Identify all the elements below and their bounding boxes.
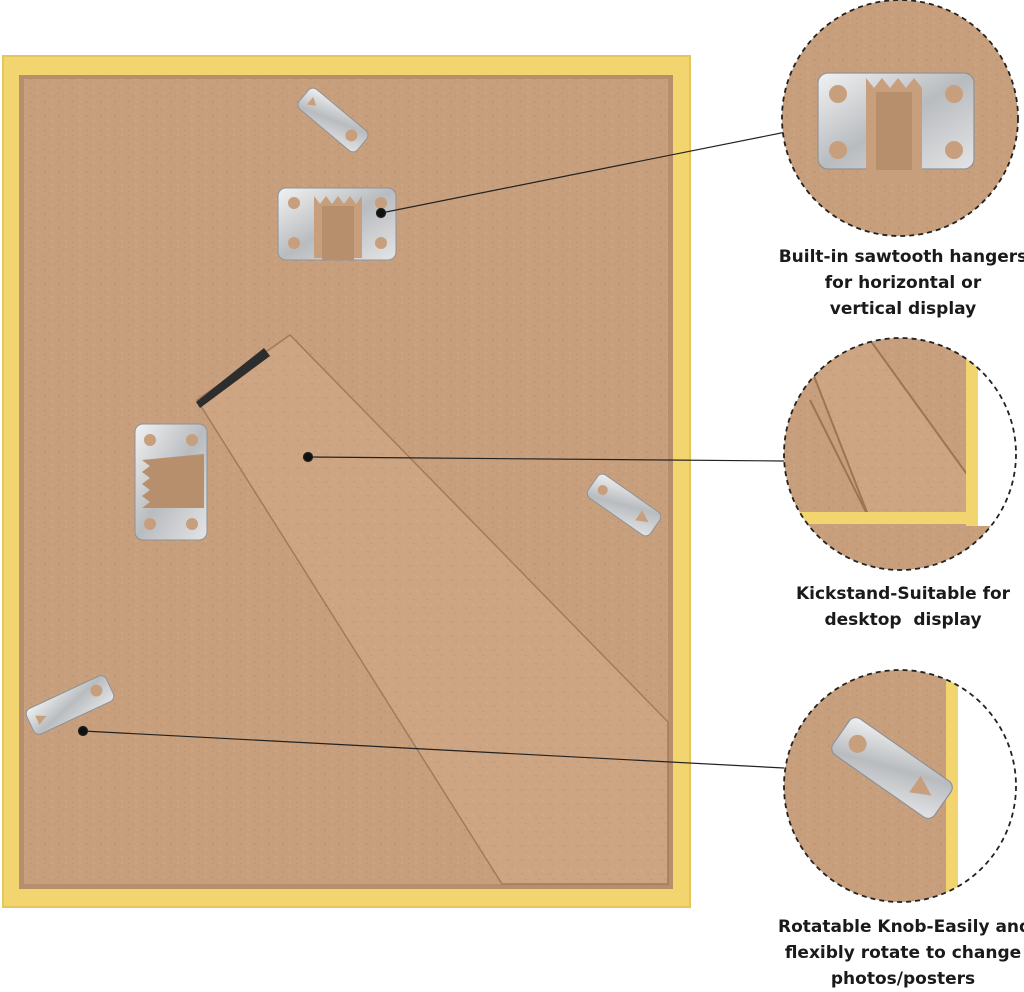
- sawtooth-hanger-top: [277, 187, 397, 261]
- sawtooth-hanger-left: [134, 423, 208, 541]
- rotatable-knob-icon: [783, 669, 1017, 903]
- caption-sawtooth-hangers: Built-in sawtooth hangers for horizontal…: [778, 244, 1024, 322]
- caption-line: vertical display: [829, 299, 977, 319]
- rotatable-knob-bottom: [25, 675, 115, 735]
- caption-line: Rotatable Knob-Easily and: [778, 917, 1024, 937]
- caption-line: for horizontal or: [824, 273, 982, 293]
- caption-kickstand: Kickstand-Suitable for desktop display: [778, 581, 1024, 633]
- caption-line: Kickstand-Suitable for: [795, 584, 1011, 604]
- caption-rotatable-knob: Rotatable Knob-Easily and flexibly rotat…: [778, 914, 1024, 992]
- rotatable-knob-right: [586, 473, 662, 537]
- zoom-rotatable-knob: [783, 669, 1017, 903]
- zoom-kickstand: [783, 337, 1017, 571]
- rotatable-knob-top: [297, 87, 369, 153]
- callout-lines: [77, 131, 787, 769]
- zoom-sawtooth-hanger: [781, 0, 1019, 237]
- kickstand-icon: [783, 337, 1017, 571]
- caption-line: flexibly rotate to change: [784, 943, 1022, 963]
- sawtooth-hanger-icon: [781, 0, 1019, 237]
- caption-line: desktop display: [824, 610, 982, 630]
- kickstand: [195, 334, 669, 885]
- caption-line: photos/posters: [830, 969, 976, 989]
- caption-line: Built-in sawtooth hangers: [778, 247, 1024, 267]
